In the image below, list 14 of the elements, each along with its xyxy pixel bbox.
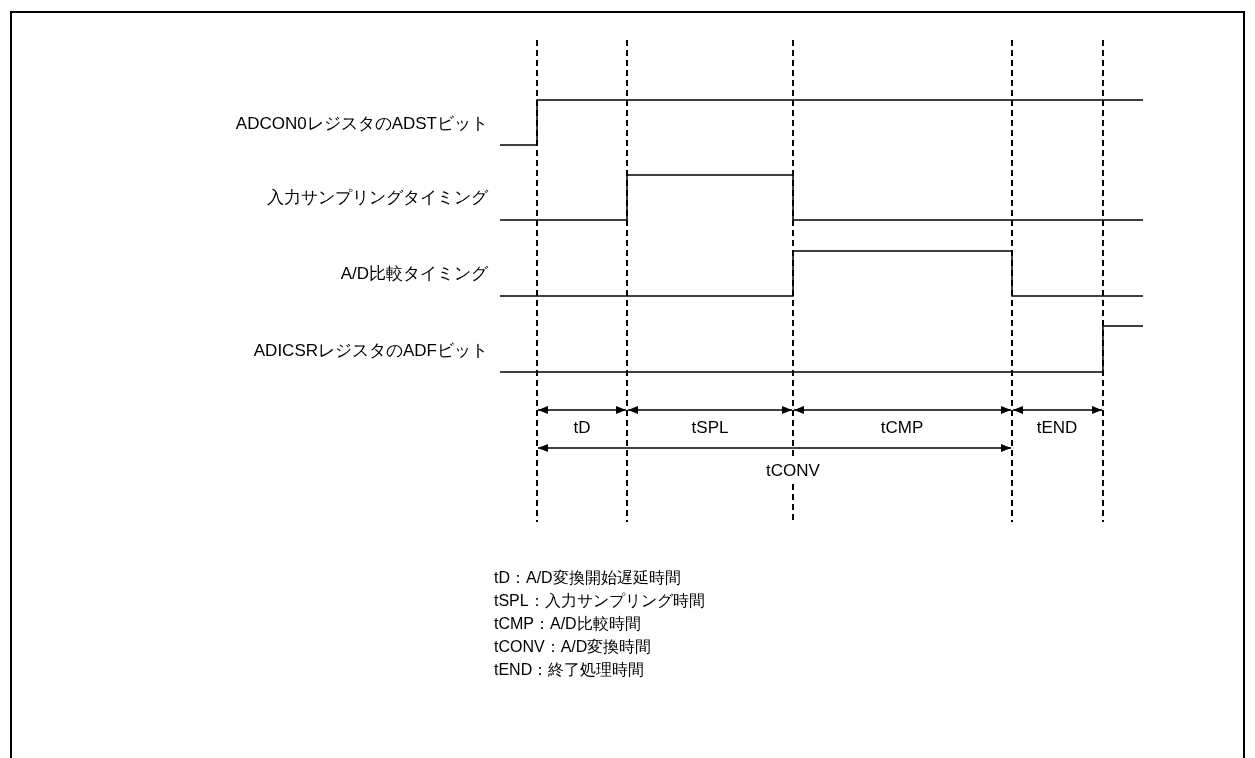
dimension-label: tSPL (691, 418, 729, 436)
signal-label: ADICSRレジスタのADFビット (253, 341, 488, 359)
note-text: tD：A/D変換開始遅延時間 (494, 570, 681, 586)
note-text: tEND：終了処理時間 (494, 662, 645, 678)
dimension-label: tCONV (766, 461, 820, 479)
dimension-label: tEND (1036, 418, 1078, 436)
note-text: tSPL：入力サンプリング時間 (494, 593, 705, 609)
note-text: tCMP：A/D比較時間 (494, 616, 641, 632)
dimension-label: tD (573, 418, 591, 436)
note-text: tCONV：A/D変換時間 (494, 639, 652, 655)
signal-label: 入力サンプリングタイミング (267, 188, 488, 206)
signal-label: ADCON0レジスタのADSTビット (235, 114, 488, 132)
signal-label: A/D比較タイミング (340, 264, 488, 282)
dimension-label: tCMP (880, 418, 924, 436)
